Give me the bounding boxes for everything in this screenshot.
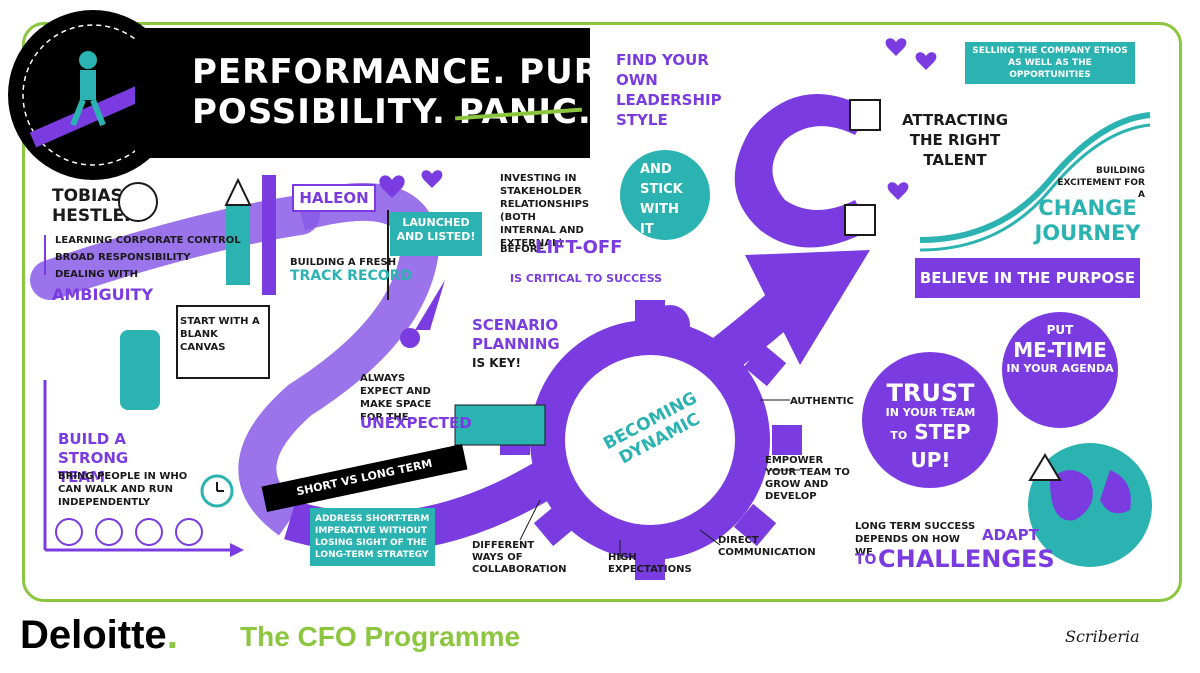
haleon-label: HALEON (292, 184, 376, 212)
attracting-talent: ATTRACTING THE RIGHT TALENT (901, 111, 1009, 169)
team-title: BUILD A STRONG TEAM (58, 430, 129, 486)
scenario-title: SCENARIO PLANNING (472, 316, 560, 353)
ambiguity-label: AMBIGUITY (52, 285, 154, 304)
deloitte-wordmark: Deloitte (20, 613, 167, 657)
unexpected-word: UNEXPECTED (360, 414, 472, 432)
gear-shape (500, 300, 802, 580)
wrench-icon (650, 305, 690, 345)
metime-agenda: IN YOUR AGENDA (1006, 362, 1114, 375)
avatar (95, 518, 123, 546)
liftoff-label: LIFT-OFF (535, 237, 623, 258)
avatar (175, 518, 203, 546)
trust-step-up: TO STEP UP! (868, 420, 993, 472)
programme-title: The CFO Programme (240, 621, 521, 652)
title-line-2-a: POSSIBILITY. (192, 92, 459, 132)
title-strike-word: PANIC (458, 92, 578, 132)
title-line-2-end: . (577, 92, 592, 132)
metime-put: PUT (1046, 323, 1074, 337)
gear-authentic: AUTHENTIC (790, 396, 854, 407)
canvas-text: START WITH A BLANK CANVAS (180, 316, 260, 353)
unexpected-text: ALWAYS EXPECT AND MAKE SPACE FOR THE (360, 373, 432, 423)
fresh-track-2: TRACK RECORD (290, 268, 413, 284)
gear-direct: DIRECT COMMUNICATION (718, 535, 816, 558)
presenter-figure (120, 330, 160, 410)
tobias-list: LEARNING CORPORATE CONTROL BROAD RESPONS… (55, 234, 241, 281)
adapt-to: TO (855, 552, 877, 568)
tobias-item: LEARNING CORPORATE CONTROL (55, 235, 241, 246)
avatar (55, 518, 83, 546)
team-text: BRING PEOPLE IN WHO CAN WALK AND RUN IND… (58, 471, 188, 508)
tobias-item: BROAD RESPONSIBILITY (55, 252, 191, 263)
stick-with-it: AND STICK WITH IT (640, 162, 683, 237)
building-excitement: BUILDING EXCITEMENT FOR A (1057, 166, 1145, 200)
trust-in-team: IN YOUR TEAM (885, 406, 976, 419)
selling-ethos: SELLING THE COMPANY ETHOS AS WELL AS THE… (965, 42, 1135, 84)
scenario-sub: IS KEY! (472, 356, 521, 370)
tobias-name: TOBIAS HESTLER (52, 186, 137, 226)
metime-circle-text: PUT ME-TIME IN YOUR AGENDA (1005, 322, 1115, 376)
believe-banner: BELIEVE IN THE PURPOSE (915, 258, 1140, 298)
tobias-first-name: TOBIAS (52, 186, 123, 206)
avatar (135, 518, 163, 546)
deloitte-logo: Deloitte. (20, 612, 178, 658)
trust-step: STEP UP! (910, 420, 971, 472)
trust-to: TO (890, 429, 908, 442)
tobias-avatar (118, 182, 158, 222)
deloitte-dot: . (166, 613, 178, 657)
fresh-track-1: BUILDING A FRESH (290, 257, 397, 268)
title-line-1: PERFORMANCE. PURPOSE. (192, 52, 721, 92)
canvas-board (176, 305, 270, 379)
page-title: PERFORMANCE. PURPOSE. POSSIBILITY. PANIC… (192, 52, 720, 132)
planning-box: ADDRESS SHORT-TERM IMPERATIVE WITHOUT LO… (310, 508, 435, 566)
tobias-item: DEALING WITH (55, 269, 138, 280)
title-line-2: POSSIBILITY. PANIC. (192, 92, 720, 132)
gear-high: HIGH EXPECTATIONS (608, 552, 692, 575)
critical-label: IS CRITICAL TO SUCCESS (510, 272, 663, 285)
gear-empower: EMPOWER YOUR TEAM TO GROW AND DEVELOP (765, 455, 850, 502)
change-journey: CHANGE JOURNEY (1034, 196, 1141, 245)
adapt-challenges: CHALLENGES (878, 545, 1055, 573)
team-avatars (55, 518, 205, 546)
stakeholder-text: INVESTING IN STAKEHOLDER RELATIONSHIPS (… (500, 173, 590, 249)
trust-word: TRUST (886, 379, 975, 407)
find-leadership: FIND YOUR OWN LEADERSHIP STYLE (616, 51, 722, 129)
scriberia-signature: Scriberia (1065, 627, 1140, 646)
tobias-last-name: HESTLER (52, 206, 138, 226)
launched-flag: LAUNCHED AND LISTED! (390, 212, 482, 256)
before-label: BEFORE (500, 244, 545, 255)
gear-ways: DIFFERENT WAYS OF COLLABORATION (472, 540, 567, 575)
trust-circle-text: TRUST IN YOUR TEAM TO STEP UP! (868, 380, 993, 472)
adapt-word: ADAPT (982, 526, 1039, 544)
metime-word: ME-TIME (1013, 338, 1107, 362)
adapt-text: LONG TERM SUCCESS DEPENDS ON HOW WE (855, 521, 976, 558)
